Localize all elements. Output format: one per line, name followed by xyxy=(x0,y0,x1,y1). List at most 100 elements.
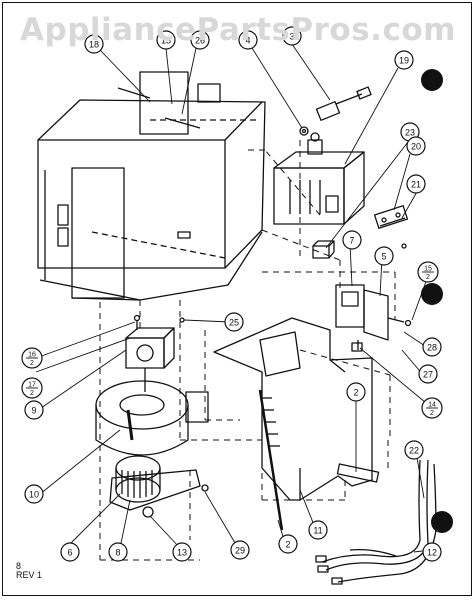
callout-label: 2 xyxy=(285,540,290,550)
fraction-callout-15: 152 xyxy=(417,261,439,283)
callout-circle xyxy=(406,136,426,156)
callout-label: 11 xyxy=(313,526,322,536)
callout-20: 20 xyxy=(406,136,426,156)
fraction-denominator: 2 xyxy=(30,360,34,367)
diagram-frame xyxy=(2,2,472,596)
callout-circle xyxy=(394,50,414,70)
callout-circle xyxy=(60,542,80,562)
screw xyxy=(201,484,209,492)
callout-circle xyxy=(108,542,128,562)
callout-2: 2 xyxy=(278,534,298,554)
fraction-callout-14: 142 xyxy=(421,397,443,419)
fan-nut xyxy=(142,506,154,518)
callout-label: 20 xyxy=(411,142,421,152)
callout-circle xyxy=(24,400,44,420)
fraction-denominator: 2 xyxy=(426,274,430,281)
callout-28: 28 xyxy=(422,337,442,357)
callout-15: 15 xyxy=(156,30,176,50)
high-voltage-capacitor xyxy=(335,284,412,352)
thermal-cutout xyxy=(315,86,372,121)
screws xyxy=(133,243,407,330)
callout-circle xyxy=(404,440,424,460)
revision-label: REV 1 xyxy=(16,570,43,580)
fraction-callout-16: 162 xyxy=(21,347,43,369)
callout-label: 28 xyxy=(427,343,437,353)
callout-circle xyxy=(278,534,298,554)
callout-7: 7 xyxy=(342,230,362,250)
callout-circle xyxy=(156,30,176,50)
callout-label: 27 xyxy=(423,370,433,380)
callout-5: 5 xyxy=(374,246,394,266)
callout-label: 19 xyxy=(399,56,409,66)
callout-label: 3 xyxy=(289,32,294,42)
callout-label: 4 xyxy=(245,36,250,46)
callout-12: 12 xyxy=(422,542,442,562)
callout-27: 27 xyxy=(418,364,438,384)
callout-25: 25 xyxy=(224,312,244,332)
callout-label: 26 xyxy=(195,36,205,46)
fraction-callout-17: 172 xyxy=(21,377,43,399)
callout-circle xyxy=(308,520,328,540)
callout-label: 8 xyxy=(115,548,120,558)
callout-circle xyxy=(418,364,438,384)
callout-label: 7 xyxy=(349,236,354,246)
callout-9: 9 xyxy=(24,400,44,420)
callout-2: 2 xyxy=(346,382,366,402)
callout-circle xyxy=(230,540,250,560)
callout-label: 23 xyxy=(405,128,415,138)
fraction-denominator: 2 xyxy=(30,390,34,397)
callout-10: 10 xyxy=(24,484,44,504)
callout-3: 3 xyxy=(282,26,302,46)
callout-label: 25 xyxy=(229,318,239,328)
callout-label: 15 xyxy=(161,36,171,46)
callout-11: 11 xyxy=(308,520,328,540)
cabinet-frame xyxy=(37,71,266,301)
callout-label: 21 xyxy=(411,180,421,190)
revision-sheet-number: 8 xyxy=(16,561,22,571)
callout-label: 12 xyxy=(427,548,437,558)
callout-label: 29 xyxy=(235,546,245,556)
callout-26: 26 xyxy=(190,30,210,50)
callout-label: 13 xyxy=(177,548,187,558)
callout-label: 5 xyxy=(381,252,386,262)
magnetron xyxy=(273,132,365,225)
callout-label: 22 xyxy=(409,446,419,456)
callout-circle xyxy=(422,542,442,562)
callout-4: 4 xyxy=(238,30,258,50)
callout-label: 6 xyxy=(67,548,72,558)
fan-motor xyxy=(125,327,175,392)
callout-circle xyxy=(238,30,258,50)
alignment-dots xyxy=(421,69,453,533)
callout-21: 21 xyxy=(406,174,426,194)
magnetron-fuse xyxy=(312,240,335,259)
base-plate xyxy=(213,317,380,501)
fraction-numerator: 14 xyxy=(428,402,436,409)
callout-circle xyxy=(224,312,244,332)
callout-label: 18 xyxy=(89,40,99,50)
callout-19: 19 xyxy=(394,50,414,70)
callout-18: 18 xyxy=(84,34,104,54)
callout-circle xyxy=(342,230,362,250)
callout-6: 6 xyxy=(60,542,80,562)
callout-circle xyxy=(172,542,192,562)
blower-wheel xyxy=(109,455,201,511)
fraction-numerator: 17 xyxy=(28,382,36,389)
callout-label: 9 xyxy=(31,406,36,416)
callout-29: 29 xyxy=(230,540,250,560)
fan-housing xyxy=(95,380,209,456)
fraction-numerator: 15 xyxy=(424,266,432,273)
callout-circle xyxy=(84,34,104,54)
callout-22: 22 xyxy=(404,440,424,460)
callout-8: 8 xyxy=(108,542,128,562)
callout-circle xyxy=(190,30,210,50)
callout-circle xyxy=(374,246,394,266)
callout-circle xyxy=(422,337,442,357)
fraction-denominator: 2 xyxy=(430,410,434,417)
callout-circle xyxy=(346,382,366,402)
callout-circle xyxy=(282,26,302,46)
callout-label: 10 xyxy=(29,490,39,500)
assembly-guide-lines xyxy=(99,140,396,561)
